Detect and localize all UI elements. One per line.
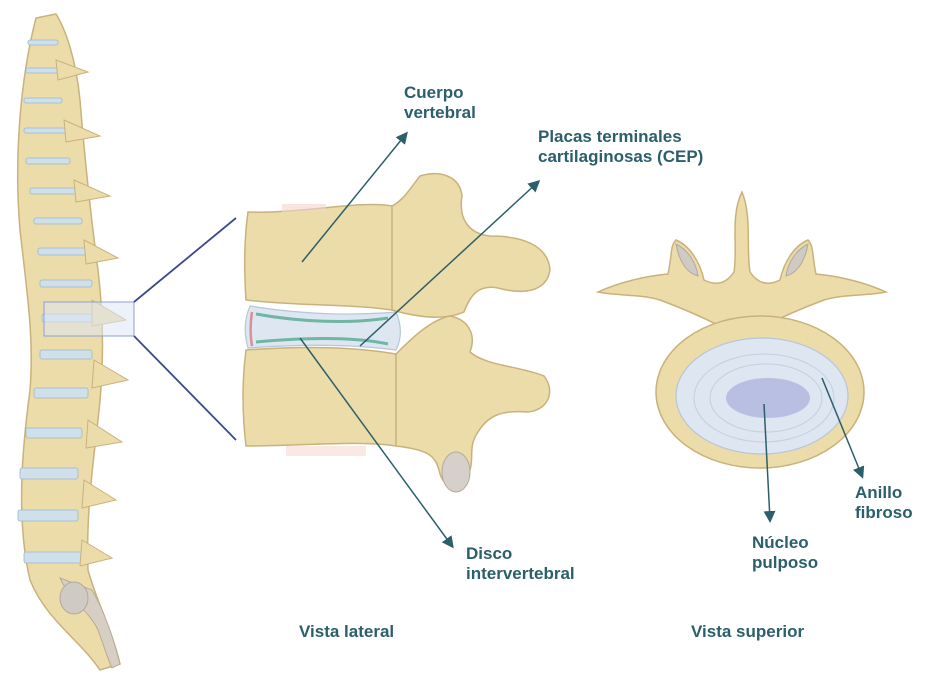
view-label-lateral: Vista lateral: [299, 622, 394, 642]
label-annulus-line2: fibroso: [855, 503, 913, 523]
label-disc-line1: Disco: [466, 544, 575, 564]
label-disc: Disco intervertebral: [466, 544, 575, 584]
label-vertebral-body: Cuerpo vertebral: [404, 83, 476, 123]
label-vertebral-body-line1: Cuerpo: [404, 83, 476, 103]
label-nucleus: Núcleo pulposo: [752, 533, 818, 573]
label-annulus: Anillo fibroso: [855, 483, 913, 523]
label-annulus-line1: Anillo: [855, 483, 913, 503]
label-vertebral-body-line2: vertebral: [404, 103, 476, 123]
view-label-superior: Vista superior: [691, 622, 804, 642]
label-endplates-line2: cartilaginosas (CEP): [538, 147, 703, 167]
lateral-view-illustration: [243, 174, 550, 492]
label-endplates-line1: Placas terminales: [538, 127, 703, 147]
label-nucleus-line1: Núcleo: [752, 533, 818, 553]
spine-column: [18, 14, 128, 670]
superior-view-illustration: [598, 192, 886, 468]
label-nucleus-line2: pulposo: [752, 553, 818, 573]
label-endplates: Placas terminales cartilaginosas (CEP): [538, 127, 703, 167]
label-disc-line2: intervertebral: [466, 564, 575, 584]
